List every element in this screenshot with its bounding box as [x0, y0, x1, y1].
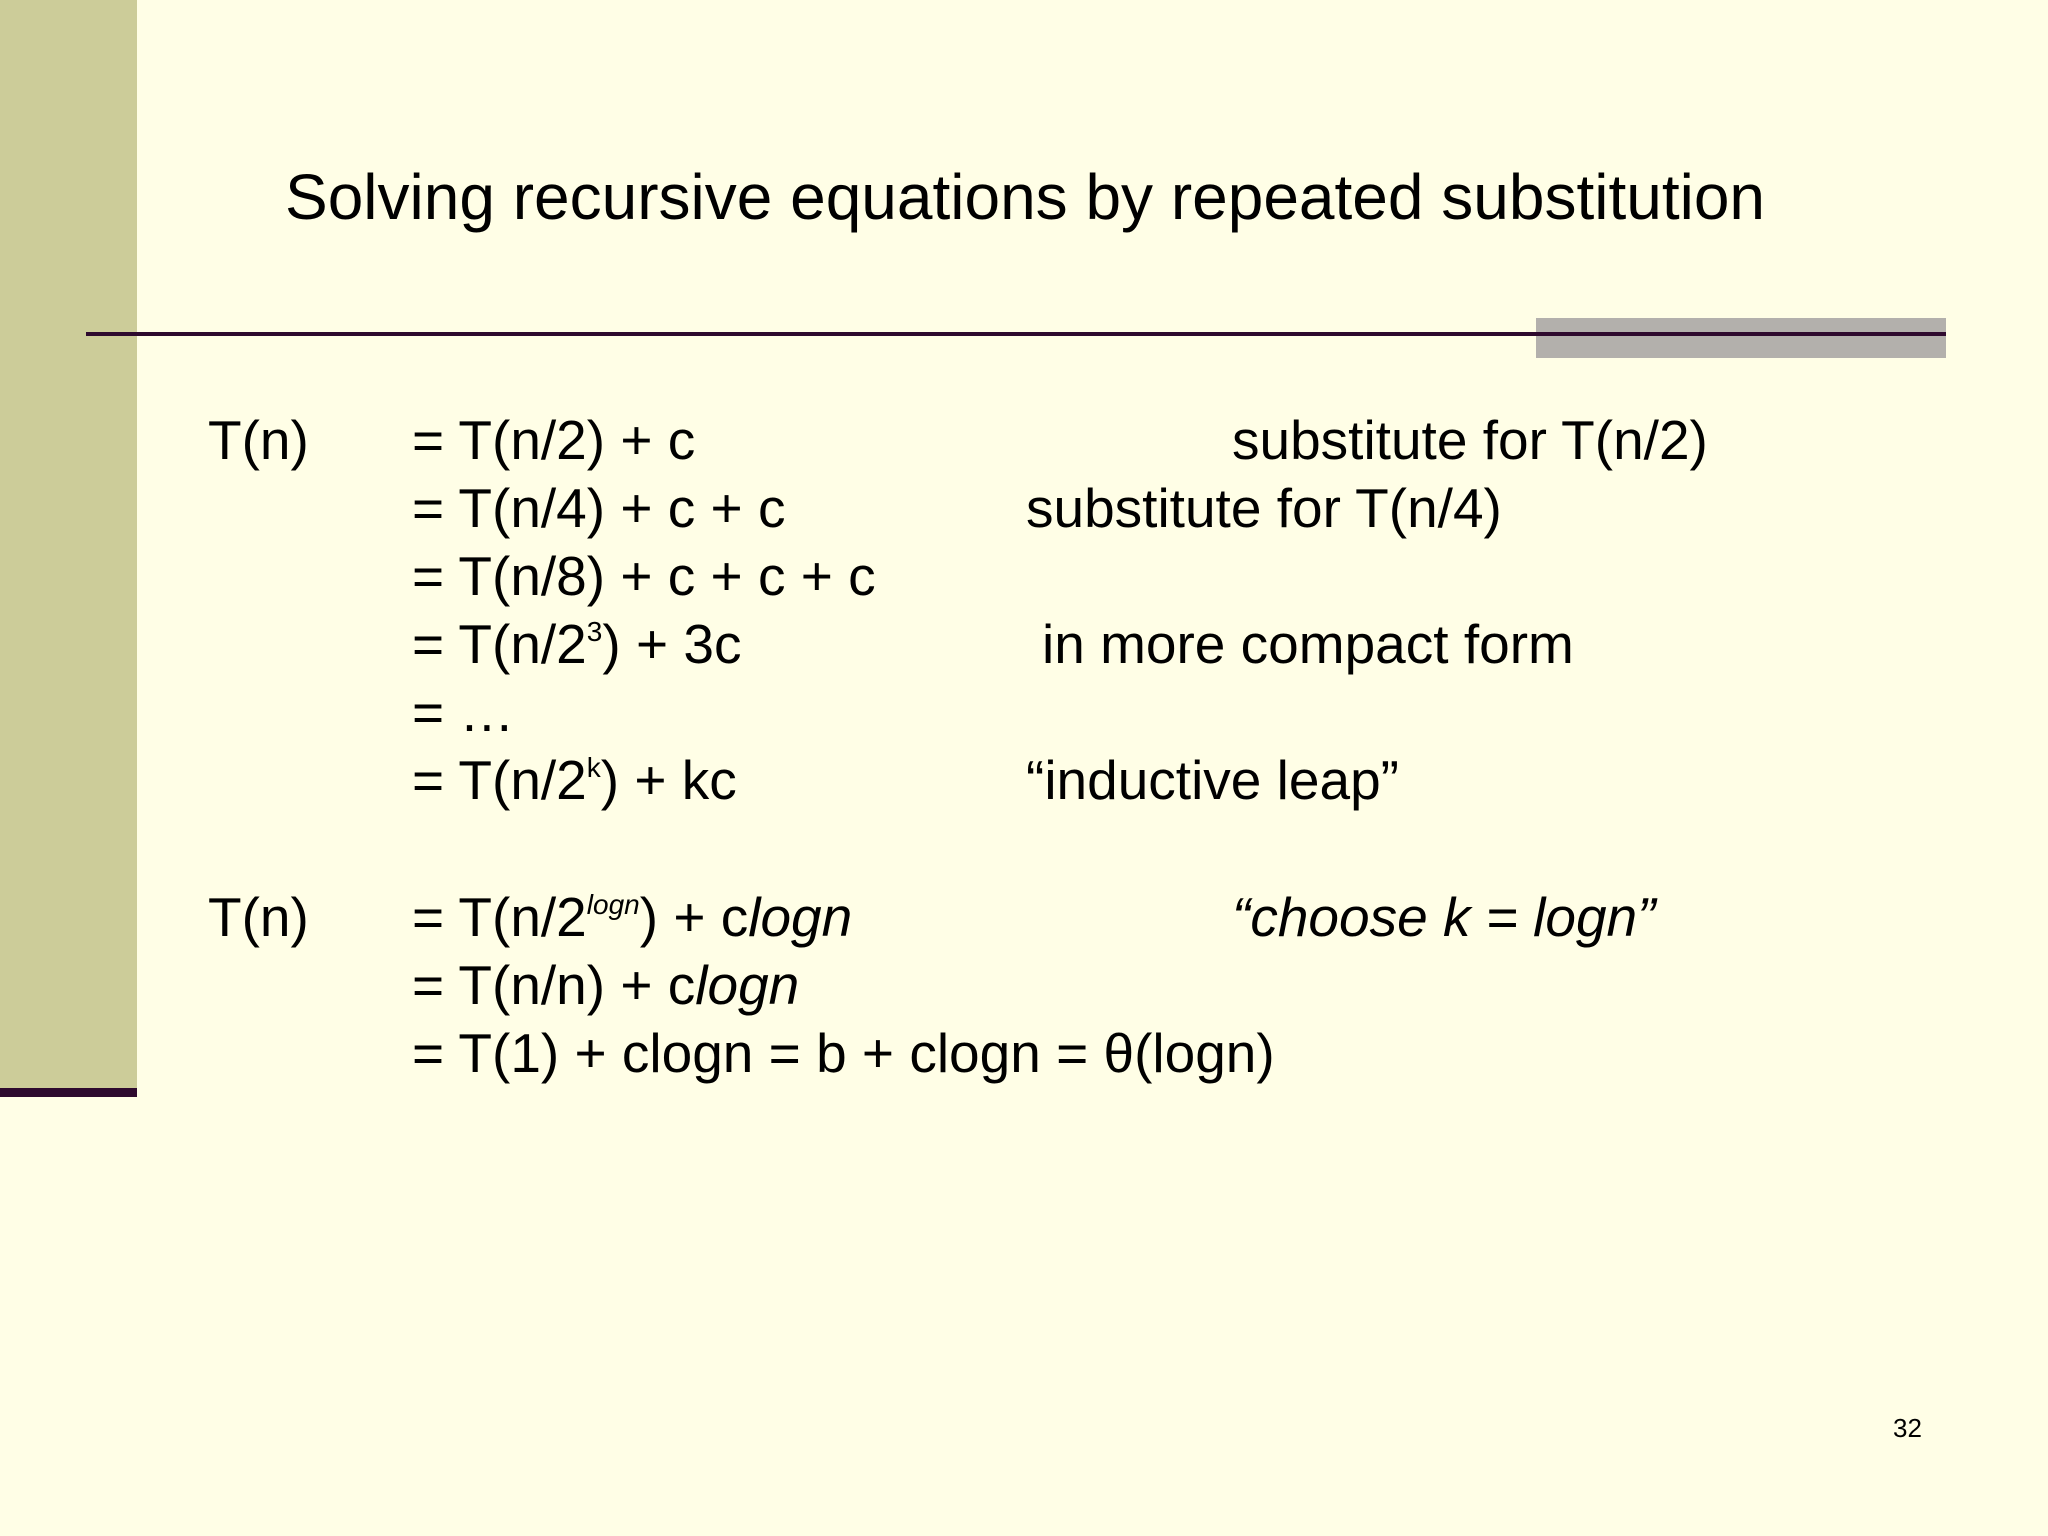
exponent-k: k: [586, 752, 601, 783]
page-number: 32: [1893, 1413, 1922, 1443]
sidebar-accent-bar: [0, 0, 137, 1088]
note-1: substitute for T(n/2): [1232, 409, 1708, 471]
step-1: = T(n/2) + c: [412, 409, 696, 471]
title-divider: [86, 332, 1946, 336]
lhs-first: T(n): [208, 409, 309, 471]
sidebar-bottom-edge: [0, 1088, 137, 1097]
step-7: = T(n/2logn) + clogn: [412, 886, 853, 948]
note-7: “choose k = logn”: [1232, 886, 1656, 948]
step-9: = T(1) + clogn = b + clogn = θ(logn): [412, 1022, 1275, 1084]
exponent-logn: logn: [586, 889, 640, 920]
slide-title: Solving recursive equations by repeated …: [285, 161, 1765, 233]
step-4: = T(n/23) + 3c: [412, 613, 742, 675]
title-rule-shadow: [1536, 318, 1946, 358]
note-4: in more compact form: [1042, 613, 1574, 675]
exponent-3: 3: [586, 616, 603, 647]
note-2: substitute for T(n/4): [1026, 477, 1502, 539]
step-5: = …: [412, 681, 515, 743]
title-divider-accent: [1536, 332, 1946, 336]
step-3: = T(n/8) + c + c + c: [412, 545, 876, 607]
step-6: = T(n/2k) + kc: [412, 749, 737, 811]
note-6: “inductive leap”: [1026, 749, 1399, 811]
lhs-second: T(n): [208, 886, 309, 948]
step-2: = T(n/4) + c + c: [412, 477, 786, 539]
step-8: = T(n/n) + clogn: [412, 954, 800, 1016]
